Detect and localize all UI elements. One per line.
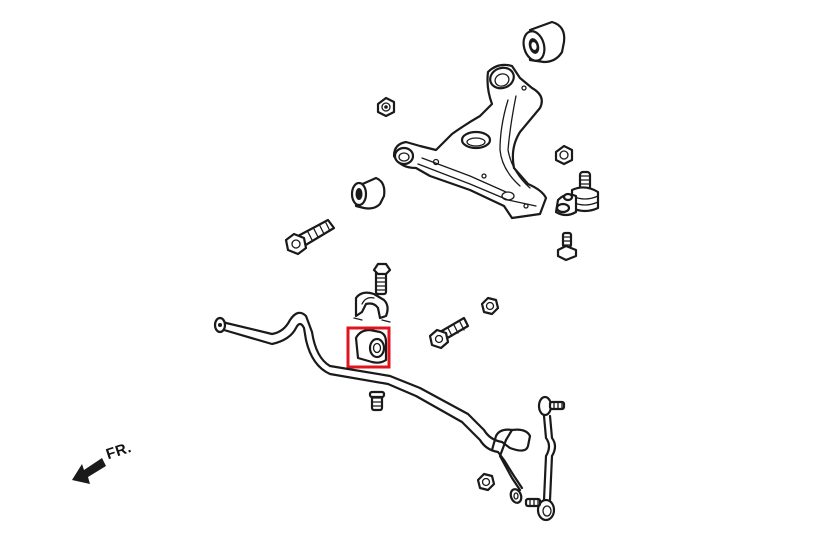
ball-joint-bolt [556,231,578,262]
stabilizer-bar-bushing [346,326,391,369]
long-flange-bolt-lower [428,316,470,350]
bracket-bolt [372,262,392,296]
stabilizer-bracket [353,291,391,323]
ball-joint-nut [554,144,574,166]
flange-nut-upper [376,96,396,118]
stud [368,390,386,412]
lower-control-arm [392,63,548,220]
control-arm-front-bushing [350,176,386,210]
arrow-left-down-icon [72,458,106,484]
ball-joint [554,170,600,217]
highlight-frame [346,326,391,369]
flange-nut-middle [480,296,500,316]
control-arm-rear-bushing [522,20,566,64]
link-nut [476,472,496,492]
long-flange-bolt-upper [284,218,336,256]
stabilizer-bar [213,311,532,504]
stabilizer-link [524,395,566,522]
